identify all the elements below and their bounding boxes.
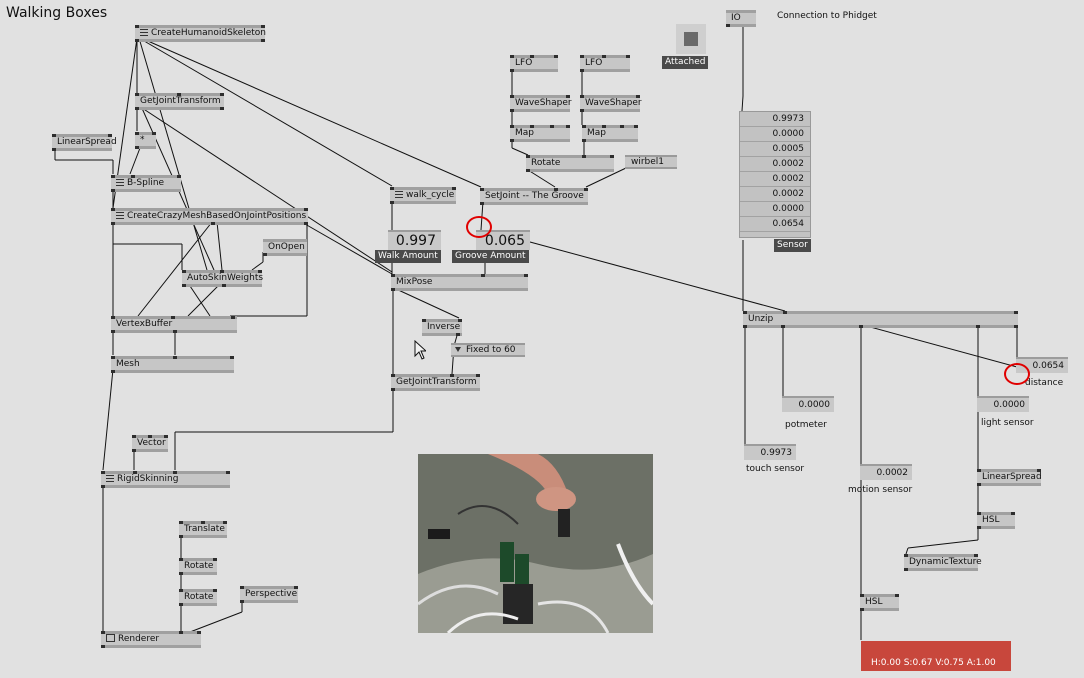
potmeter-value[interactable]: 0.0000 (782, 396, 834, 412)
wirbel-input[interactable]: wirbel1 (625, 155, 677, 169)
node-map-2[interactable]: Map (582, 125, 638, 142)
node-mesh[interactable]: Mesh (111, 356, 234, 373)
sensor-label: Sensor (774, 239, 811, 252)
color-output[interactable]: H:0.00 S:0.67 V:0.75 A:1.00 (861, 641, 1011, 671)
node-b-spline[interactable]: B-Spline (111, 175, 181, 192)
mouse-pointer-icon (414, 340, 426, 360)
node-waveshaper-1[interactable]: WaveShaper (510, 95, 572, 112)
node-linear-spread-1[interactable]: LinearSpread (52, 134, 117, 151)
node-get-joint-transform-2[interactable]: GetJointTransform (391, 374, 480, 391)
toggle-square-icon (684, 32, 698, 46)
node-unzip[interactable]: Unzip (743, 311, 1018, 328)
node-walk-cycle[interactable]: walk_cycle (390, 187, 456, 204)
node-hsl-1[interactable]: HSL (977, 512, 1015, 529)
video-frame-image (418, 454, 653, 633)
node-set-joint-groove[interactable]: SetJoint -- The Groove (480, 188, 588, 205)
window-title: Walking Boxes (6, 5, 108, 21)
hamburger-icon (116, 179, 124, 186)
node-multiply[interactable]: * (135, 132, 156, 149)
node-inverse[interactable]: Inverse (422, 319, 462, 336)
node-vector[interactable]: Vector (132, 435, 168, 452)
node-create-humanoid-skeleton[interactable]: CreateHumanoidSkeleton (135, 25, 266, 42)
node-lfo-2[interactable]: LFO (580, 55, 630, 72)
sensor-value: 0.0654 (740, 217, 810, 232)
sensor-spread[interactable]: 0.9973 0.0000 0.0005 0.0002 0.0002 0.000… (739, 111, 811, 238)
node-renderer[interactable]: Renderer (101, 631, 201, 648)
walk-amount-value[interactable]: 0.997 (388, 230, 441, 250)
node-auto-skin-weights[interactable]: AutoSkinWeights (182, 270, 263, 287)
groove-amount-label: Groove Amount (452, 250, 529, 263)
potmeter-label: potmeter (785, 420, 827, 430)
sensor-value: 0.0002 (740, 187, 810, 202)
node-map-1[interactable]: Map (510, 125, 570, 142)
sensor-value: 0.0002 (740, 157, 810, 172)
light-sensor-value[interactable]: 0.0000 (977, 396, 1029, 412)
node-rigid-skinning[interactable]: RigidSkinning (101, 471, 230, 488)
highlight-ring (466, 216, 492, 238)
walk-amount-label: Walk Amount (375, 250, 441, 263)
renderer-window-icon (106, 634, 115, 642)
attached-label: Attached (662, 56, 709, 69)
hamburger-icon (116, 212, 124, 219)
node-create-crazy-mesh[interactable]: CreateCrazyMeshBasedOnJointPositions (111, 208, 308, 225)
motion-sensor-label: motion sensor (848, 485, 913, 495)
node-perspective[interactable]: Perspective (240, 586, 298, 603)
connection-description: Connection to Phidget (777, 11, 877, 21)
node-on-open[interactable]: OnOpen (263, 239, 307, 256)
color-output-readout: H:0.00 S:0.67 V:0.75 A:1.00 (871, 658, 996, 668)
node-io[interactable]: IO (726, 10, 756, 27)
sensor-value: 0.0005 (740, 142, 810, 157)
node-translate[interactable]: Translate (179, 521, 227, 538)
node-waveshaper-2[interactable]: WaveShaper (580, 95, 642, 112)
hamburger-icon (140, 29, 148, 36)
node-linear-spread-2[interactable]: LinearSpread (977, 469, 1042, 486)
sensor-value: 0.0002 (740, 172, 810, 187)
node-mix-pose[interactable]: MixPose (391, 274, 528, 291)
node-rotate-3[interactable]: Rotate (526, 155, 614, 172)
touch-sensor-label: touch sensor (746, 464, 805, 474)
sensor-value: 0.0000 (740, 202, 810, 217)
hamburger-icon (106, 475, 114, 482)
node-hsl-2[interactable]: HSL (860, 594, 899, 611)
node-get-joint-transform-1[interactable]: GetJointTransform (135, 93, 224, 110)
sensor-value: 0.0000 (740, 127, 810, 142)
attached-toggle[interactable] (676, 24, 706, 54)
motion-sensor-value[interactable]: 0.0002 (860, 464, 912, 480)
touch-sensor-value[interactable]: 0.9973 (744, 444, 796, 460)
fixed-to-60-select[interactable]: Fixed to 60 (451, 343, 525, 357)
node-dynamic-texture[interactable]: DynamicTexture (904, 554, 982, 571)
video-preview (418, 454, 653, 633)
node-lfo-1[interactable]: LFO (510, 55, 558, 72)
groove-amount-value[interactable]: 0.065 (476, 230, 530, 250)
node-vertex-buffer[interactable]: VertexBuffer (111, 316, 237, 333)
sensor-value: 0.9973 (740, 112, 810, 127)
dropdown-triangle-icon (455, 347, 461, 352)
highlight-ring (1004, 363, 1030, 385)
node-rotate-1[interactable]: Rotate (179, 558, 217, 575)
light-sensor-label: light sensor (981, 418, 1034, 428)
hamburger-icon (395, 191, 403, 198)
node-rotate-2[interactable]: Rotate (179, 589, 217, 606)
distance-label: distance (1025, 378, 1064, 388)
